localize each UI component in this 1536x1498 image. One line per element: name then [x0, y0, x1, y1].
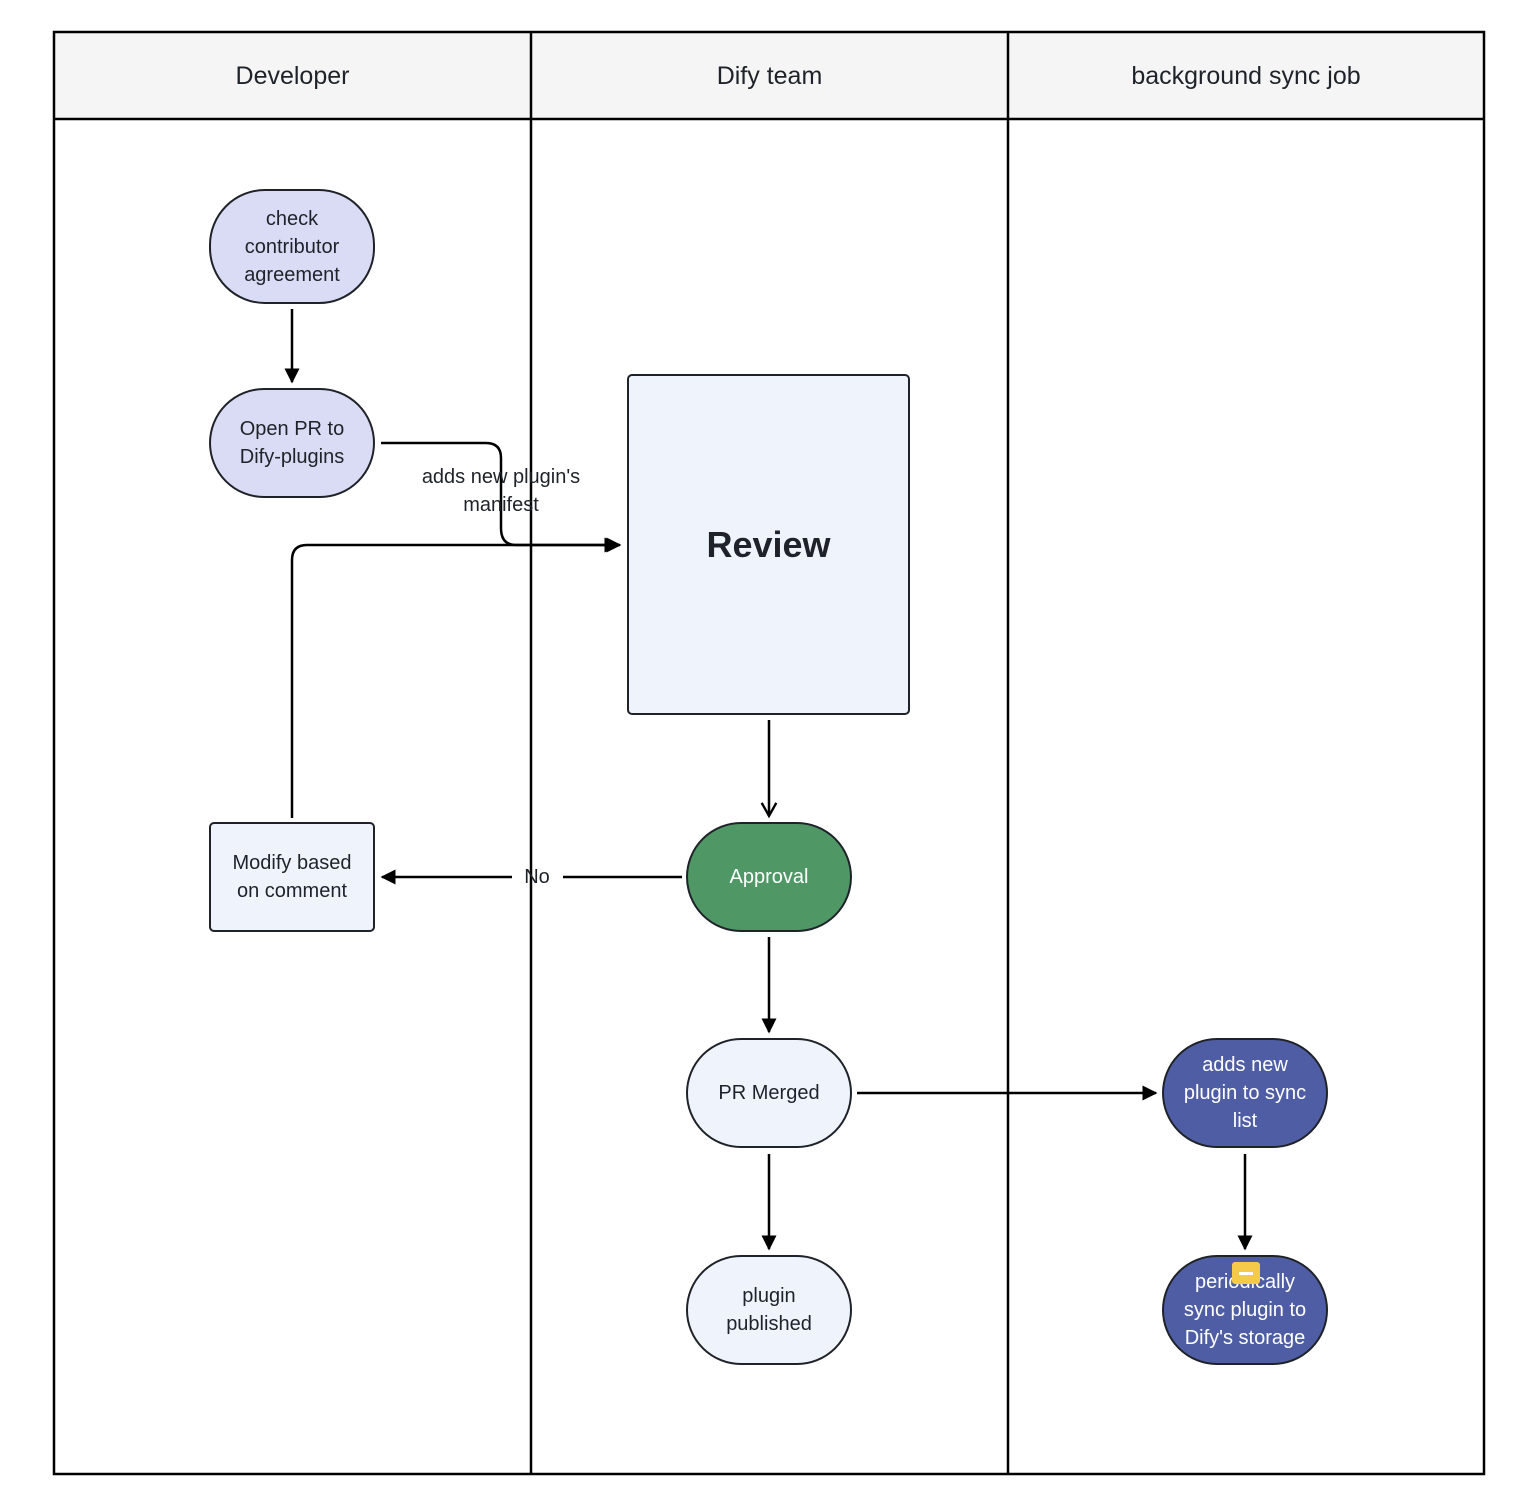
lane-header-background-sync-job: background sync job [1131, 61, 1361, 90]
pool-frame [52, 30, 1486, 1476]
node-plugin-published[interactable]: plugin published [686, 1255, 852, 1365]
edge-label-manifest: adds new plugin's manifest [421, 466, 581, 516]
lane-header-bg [54, 32, 1484, 119]
node-label: Open PR to Dify-plugins [239, 418, 345, 468]
node-check-contributor-agreement[interactable]: check contributor agreement [209, 189, 375, 304]
node-pr-merged[interactable]: PR Merged [686, 1038, 852, 1148]
node-label: PR Merged [718, 1082, 820, 1104]
node-label: Review [706, 523, 831, 565]
node-open-pr[interactable]: Open PR to Dify-plugins [209, 388, 375, 498]
node-label: check contributor agreement [244, 207, 340, 286]
lane-header-dify-team: Dify team [716, 61, 823, 90]
node-review[interactable]: Review [627, 374, 910, 715]
edge-label-no: No [524, 866, 550, 888]
lane-header-developer: Developer [235, 61, 350, 90]
node-label: adds new plugin to sync list [1183, 1054, 1307, 1132]
node-modify-based-on-comment[interactable]: Modify based on comment [209, 822, 375, 932]
node-label: plugin published [726, 1285, 812, 1335]
comment-icon[interactable] [1232, 1262, 1260, 1284]
node-adds-plugin-to-sync-list[interactable]: adds new plugin to sync list [1162, 1038, 1328, 1148]
node-label: Modify based on comment [232, 852, 352, 902]
node-label: Approval [729, 866, 809, 888]
node-approval[interactable]: Approval [686, 822, 852, 932]
edge-modify-to-review [290, 537, 620, 818]
